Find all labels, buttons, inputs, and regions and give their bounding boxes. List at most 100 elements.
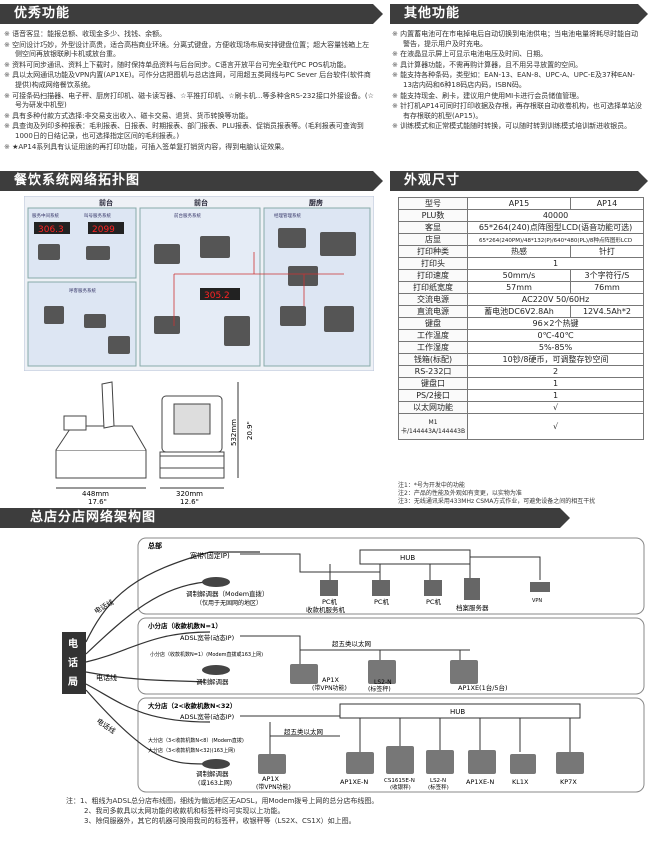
spec-value: AC220V 50/60Hz — [467, 293, 644, 306]
big-cs1615: CS1615E-N — [384, 778, 415, 784]
hq-pc1: PC机 — [322, 597, 337, 606]
spec-key: 钱箱(标配) — [397, 353, 469, 366]
spec-key: 打印速度 — [397, 269, 469, 282]
call-system-label: 叫号服务系统 — [84, 212, 111, 219]
depth-mm: 320mm — [176, 490, 203, 498]
height-in: 20.9" — [246, 421, 254, 440]
features-item: 具查询及列印多种报表：毛利报表、日报表、时期报表、部门报表、PLU报表、促销员报… — [4, 122, 376, 141]
tel-office-2: 话 — [68, 656, 78, 669]
small-modem: 调制解调器 — [196, 677, 229, 686]
small-ap1x: AP1X — [322, 676, 340, 684]
spec-notes: 注1：*号为开发中的功能注2：产品的性能及外观如有变更，以实物为准注3：无线通讯… — [398, 482, 648, 506]
small-adsl: ADSL宽带(动态IP) — [180, 633, 234, 642]
hq-wide: 宽带(固定IP) — [190, 551, 230, 560]
width-in: 17.6" — [88, 498, 107, 506]
other_features-item: 训练模式和正常模式能随时转换，可以随时转到训练模式培训新进收银员。 — [392, 122, 642, 132]
spec-note: 注2：产品的性能及外观如有变更，以实物为准 — [398, 490, 522, 497]
other_features-item: 具计算器功能，不需再购计算器，且不用另寻放置的空间。 — [392, 61, 642, 71]
restaurant-topology-diagram: 前台 前台 厨房 服务中间系统 叫号服务系统 前台服务系统 经理管理系统 呼客服… — [24, 196, 374, 371]
big-ls2n-note: (标签秤) — [428, 783, 449, 791]
spec-key: 打印头 — [397, 257, 469, 270]
big-ap1xe-n-1: AP1XE-N — [340, 778, 368, 786]
spec-value: 10钞/8硬币，可调整存钞空间 — [467, 353, 644, 366]
small-cat5: 超五类以太网 — [332, 639, 371, 648]
features-item: 具有多种付款方式选择:非交易支出收入、磁卡交易、退货、货币转换等功能。 — [4, 112, 376, 122]
spec-key: M1卡/144443A/144443B — [397, 413, 469, 440]
spec-header-cell: AP14 — [569, 197, 645, 210]
spec-value: 3个字符行/S — [569, 269, 645, 282]
spec-value: √ — [467, 413, 644, 440]
spec-key: PLU数 — [397, 209, 469, 222]
features-list: 语音客显：能报总额、收现金多少、找钱、余额。空间设计巧妙，外型设计高贵，适合高档… — [4, 30, 376, 153]
hq-pc3: PC机 — [426, 597, 441, 606]
spec-value: 1 — [467, 389, 644, 402]
spec-key: 交流电源 — [397, 293, 469, 306]
hq-hub: HUB — [400, 554, 415, 562]
hq-archive: 档案服务器 — [456, 603, 489, 612]
spec-header-cell: 型号 — [397, 197, 469, 210]
other_features-item: 在液晶显示屏上可显示电池电压及时间、日期。 — [392, 50, 642, 60]
spec-key: 店显 — [397, 233, 469, 246]
big-note2: 大分店（3<收款机数N<32)(163上网) — [148, 747, 235, 754]
other_features-item: 针打机AP14可同时打印收据及存根，再存根联自动收卷机构，也可选择单站没有存根联… — [392, 102, 642, 121]
features-item: ★AP14系列具有认证用途的再打印功能，可插入签单复打销货内容，得到电脑认证效果… — [4, 143, 376, 153]
width-mm: 448mm — [82, 490, 109, 498]
spec-row: 钱箱(标配)10钞/8硬币，可调整存钞空间 — [397, 353, 644, 366]
bottom-note-1: 注：1、粗线为ADSL总分店布线图，细线为偏远地区无ADSL，用Modem拨号上… — [66, 797, 379, 805]
small-ls2n-note: (标签秤) — [368, 685, 391, 693]
features-item: 空间设计巧妙，外型设计高贵，适合高档商业环境。分离式键盘，方便收现场布局安排键盘… — [4, 41, 376, 60]
spec-value: 1 — [467, 257, 644, 270]
features-item: 资料可同步通讯、资料上下载时，随时保持单品资料与后台同步。C语言开放平台可完全取… — [4, 61, 376, 71]
big-cat5: 超五类以太网 — [284, 727, 323, 736]
spec-value: 96×2个热键 — [467, 317, 644, 330]
appearance-title: 外观尺寸 — [390, 171, 648, 191]
spec-value: 50mm/s — [467, 269, 571, 282]
tel-line-2: 电话线 — [96, 673, 117, 682]
big-cs1615-note: (收银秤) — [390, 783, 411, 791]
spec-value: 65*264(240)点阵图型LCD(语音功能可选) — [467, 221, 644, 234]
led-display-3: 305.2 — [204, 291, 230, 301]
spec-note: 注3：无线通讯采用433MHz CSMA方式作业，可避免设备之间的相互干扰 — [398, 498, 596, 505]
bottom-note-3: 3、除伺服器外，其它的机器可换用我司的标签秤，收银秤等（LS2X、CS1X）如上… — [84, 817, 356, 825]
spec-value: 57mm — [467, 281, 571, 294]
front-label: 前台 — [99, 198, 113, 207]
big-modem-note: (或163上网) — [198, 779, 232, 787]
big-adsl: ADSL宽带(动态IP) — [180, 712, 234, 721]
tel-office-1: 电 — [68, 637, 78, 650]
manager-system-label: 经理管理系统 — [274, 212, 301, 219]
branch-network-diagram: 电 话 局 电话线 电话线 电话线 总部 宽带(固定IP) 调制解调器（Mode… — [62, 537, 645, 793]
spec-key: 打印种类 — [397, 245, 469, 258]
other_features-item: 能支持现金、刷卡，建议用户使用MI卡进行会员储值管理。 — [392, 92, 642, 102]
spec-note: 注1：*号为开发中的功能 — [398, 482, 465, 489]
spec-key: 客显 — [397, 221, 469, 234]
service-system-label: 服务中间系统 — [32, 212, 59, 219]
spec-value: √ — [467, 401, 644, 414]
spec-row: 以太网功能√ — [397, 401, 644, 414]
spec-value: 1 — [467, 377, 644, 390]
small-ap1x-note: (带VPN功能) — [312, 684, 347, 692]
big-note1: 大分店（3<收款机数N<8）(Modem直拨) — [148, 737, 244, 744]
spec-value: 蓄电池DC6V2.8Ah — [467, 305, 571, 318]
spec-key: 工作温度 — [397, 329, 469, 342]
other-features-list: 内置蓄电池可在市电掉电后自动切换到电池供电；当电池电量将耗尽时能自动警告，提示用… — [392, 30, 642, 133]
spec-value: 5%-85% — [467, 341, 644, 354]
customer-system-label: 呼客服务系统 — [69, 287, 96, 294]
spec-row: M1卡/144443A/144443B√ — [397, 413, 644, 440]
small-note: 小分店（收款机数N=1）(Modem直拨或163上网) — [150, 651, 263, 658]
bottom-note-2: 2、我司多款具以太网功能的收款机和标签秤均可实现以上功能。 — [84, 807, 285, 815]
big-hub: HUB — [450, 708, 465, 716]
kitchen-label: 厨房 — [309, 198, 323, 207]
height-mm: 532mm — [230, 419, 238, 446]
spec-value: 针打 — [569, 245, 645, 258]
hq-pc1b: 收款机服务机 — [306, 605, 346, 614]
